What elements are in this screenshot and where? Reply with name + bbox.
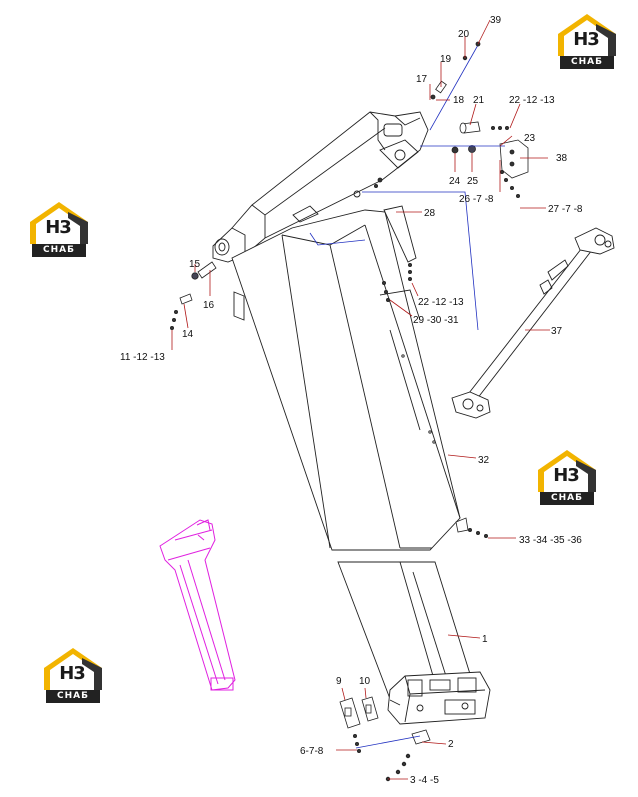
brand-logo: H3 CHAБ	[28, 200, 90, 260]
callout-19: 19	[440, 54, 452, 65]
boom-upper-section	[212, 111, 461, 551]
logo-mark: H3	[45, 217, 72, 238]
callout-27-7-8: 27 -7 -8	[548, 204, 583, 215]
logo-mark: H3	[573, 29, 600, 50]
logo-house-icon	[538, 450, 596, 492]
callout-29-30-31: 29 -30 -31	[413, 315, 459, 326]
callout-38: 38	[556, 153, 568, 164]
leader-lines	[171, 19, 550, 780]
callout-26-7-8: 26 -7 -8	[459, 194, 494, 205]
brand-logo: H3 CHAБ	[556, 12, 618, 72]
logo-mark: H3	[59, 663, 86, 684]
logo-house-icon	[30, 202, 88, 244]
logo-house-icon	[558, 14, 616, 56]
callout-2: 2	[448, 739, 454, 750]
callout-37: 37	[551, 326, 563, 337]
callout-17: 17	[416, 74, 428, 85]
callout-20: 20	[458, 29, 470, 40]
callout-28: 28	[424, 208, 436, 219]
callout-9: 9	[336, 676, 342, 687]
logo-wordmark: CHAБ	[560, 56, 614, 69]
boom-lower-section	[337, 561, 491, 725]
assembly-guide-lines	[309, 145, 505, 749]
callout-23: 23	[524, 133, 536, 144]
callout-22-12-13-top: 22 -12 -13	[509, 95, 555, 106]
logo-wordmark: CHAБ	[32, 244, 86, 257]
callout-1: 1	[482, 634, 488, 645]
brand-logo: H3 CHAБ	[536, 448, 598, 508]
callout-labels: 39 20 19 17 18 21 22 -12 -13 23 38 24 25…	[120, 15, 583, 786]
callout-39: 39	[490, 15, 502, 26]
brand-logo: H3 CHAБ	[42, 646, 104, 706]
callout-22-12-13-mid: 22 -12 -13	[418, 297, 464, 308]
callout-11-12-13: 11 -12 -13	[120, 352, 165, 363]
callout-24: 24	[449, 176, 461, 187]
logo-wordmark: CHAБ	[540, 492, 594, 505]
callout-15: 15	[189, 259, 201, 270]
callout-18: 18	[453, 95, 465, 106]
callout-16: 16	[203, 300, 215, 311]
rod-assembly-37	[451, 227, 615, 419]
logo-house-icon	[44, 648, 102, 690]
callout-3-4-5: 3 -4 -5	[410, 775, 439, 786]
callout-14: 14	[182, 329, 194, 340]
callout-21: 21	[473, 95, 485, 106]
callout-32: 32	[478, 455, 490, 466]
callout-6-7-8: 6-7-8	[300, 746, 324, 757]
callout-33-34-35-36: 33 -34 -35 -36	[519, 535, 582, 546]
highlighted-boom-part	[159, 519, 236, 691]
callout-25: 25	[467, 176, 479, 187]
logo-wordmark: CHAБ	[46, 690, 100, 703]
logo-mark: H3	[553, 465, 580, 486]
hardware-parts	[169, 41, 529, 782]
callout-10: 10	[359, 676, 371, 687]
